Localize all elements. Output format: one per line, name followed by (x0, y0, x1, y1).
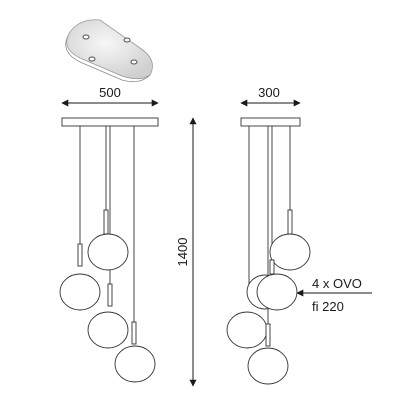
side-globe-middle (246, 259, 298, 311)
front-canopy (61, 117, 159, 127)
annotation-line-1: 4 x OVO (312, 276, 362, 291)
depth-dimension: 300 (240, 85, 301, 107)
front-globe-1 (59, 243, 101, 311)
mounting-holes (82, 34, 138, 65)
side-globe-back (269, 209, 311, 271)
width-dimension-label: 500 (99, 85, 121, 100)
height-dimension: 1400 (175, 117, 197, 387)
depth-dimension-label: 300 (258, 85, 280, 100)
front-globe-4 (114, 321, 156, 383)
front-globe-3 (87, 283, 129, 349)
front-globe-2 (87, 209, 129, 271)
globe-annotation: 4 x OVO fi 220 (296, 276, 372, 314)
side-globe-bottom (247, 323, 289, 385)
annotation-line-2: fi 220 (312, 299, 344, 314)
height-dimension-label: 1400 (175, 238, 190, 267)
width-dimension: 500 (61, 85, 159, 107)
ceiling-plate-top-view (65, 19, 153, 83)
side-canopy (240, 117, 301, 127)
front-view (59, 117, 159, 383)
side-view (226, 117, 311, 385)
side-globe-left (226, 311, 268, 349)
